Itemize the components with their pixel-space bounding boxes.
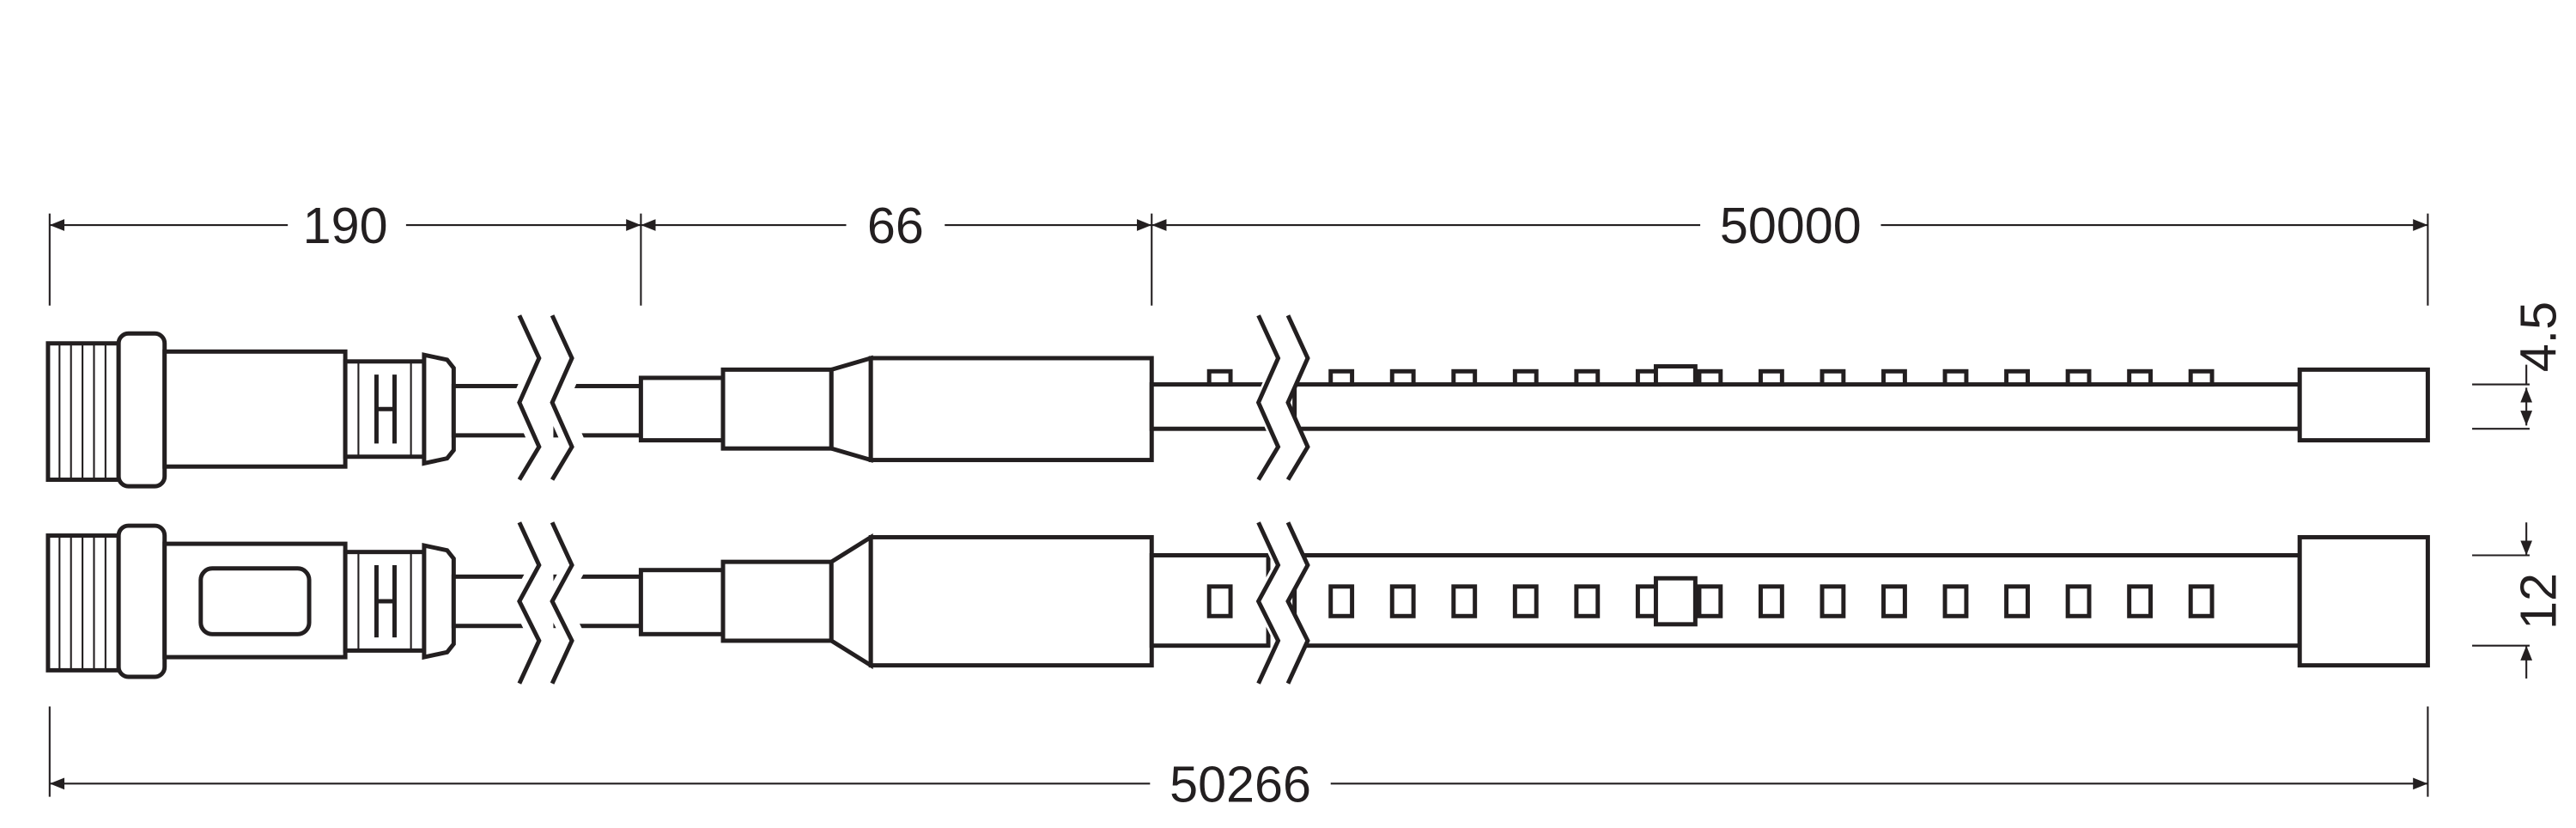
led-chip	[1512, 368, 1539, 387]
threaded-connector-top	[46, 331, 456, 489]
led-chip	[2127, 584, 2154, 618]
led-chip	[1942, 368, 1969, 387]
led-chip	[2127, 368, 2154, 387]
led-row-side	[1328, 368, 2215, 387]
led-chip	[2065, 368, 2092, 387]
led-chip	[1328, 368, 1355, 387]
dimension-50266-label: 50266	[1170, 755, 1311, 813]
led-chip	[1820, 368, 1846, 387]
led-chip	[1758, 368, 1784, 387]
led-chip	[1820, 584, 1846, 618]
led-chip	[1881, 368, 1907, 387]
led-chip	[1942, 584, 1969, 618]
led-chip	[1758, 584, 1784, 618]
led-row-top	[1328, 584, 2215, 618]
led-chip	[1574, 368, 1601, 387]
led-chip	[1697, 368, 1723, 387]
dimension-50000-label: 50000	[1720, 197, 1862, 254]
led-chip	[1881, 584, 1907, 618]
label-recess	[198, 566, 312, 636]
dimension-66-label: 66	[867, 197, 924, 254]
width-dimension: 12	[2472, 522, 2567, 679]
led-chip	[2004, 368, 2030, 387]
break-mark-bottom	[509, 516, 1310, 690]
dimension-12-label: 12	[2510, 573, 2567, 630]
led-chip	[2065, 584, 2092, 618]
led-chip	[2188, 584, 2215, 618]
strip-top-view: 12	[46, 516, 2567, 690]
total-dimension: 50266	[48, 706, 2429, 813]
led-chip	[1697, 584, 1723, 618]
led-chip	[1389, 584, 1416, 618]
dimension-4-5-label: 4.5	[2510, 301, 2567, 372]
threaded-connector-bottom	[46, 523, 456, 679]
top-dimensions: 190 66 50000	[48, 197, 2429, 306]
led-chip	[1389, 368, 1416, 387]
break-mark-top	[510, 309, 1310, 488]
led-chip	[2004, 584, 2030, 618]
led-chip	[1574, 584, 1601, 618]
led-chip	[1451, 584, 1478, 618]
led-chip	[1512, 584, 1539, 618]
led-chip	[1451, 368, 1478, 387]
led-chip	[1328, 584, 1355, 618]
dimension-190-label: 190	[303, 197, 388, 254]
thickness-dimension: 4.5	[2472, 301, 2567, 430]
led-chip	[2188, 368, 2215, 387]
strip-side-view: 4.5	[46, 301, 2567, 489]
